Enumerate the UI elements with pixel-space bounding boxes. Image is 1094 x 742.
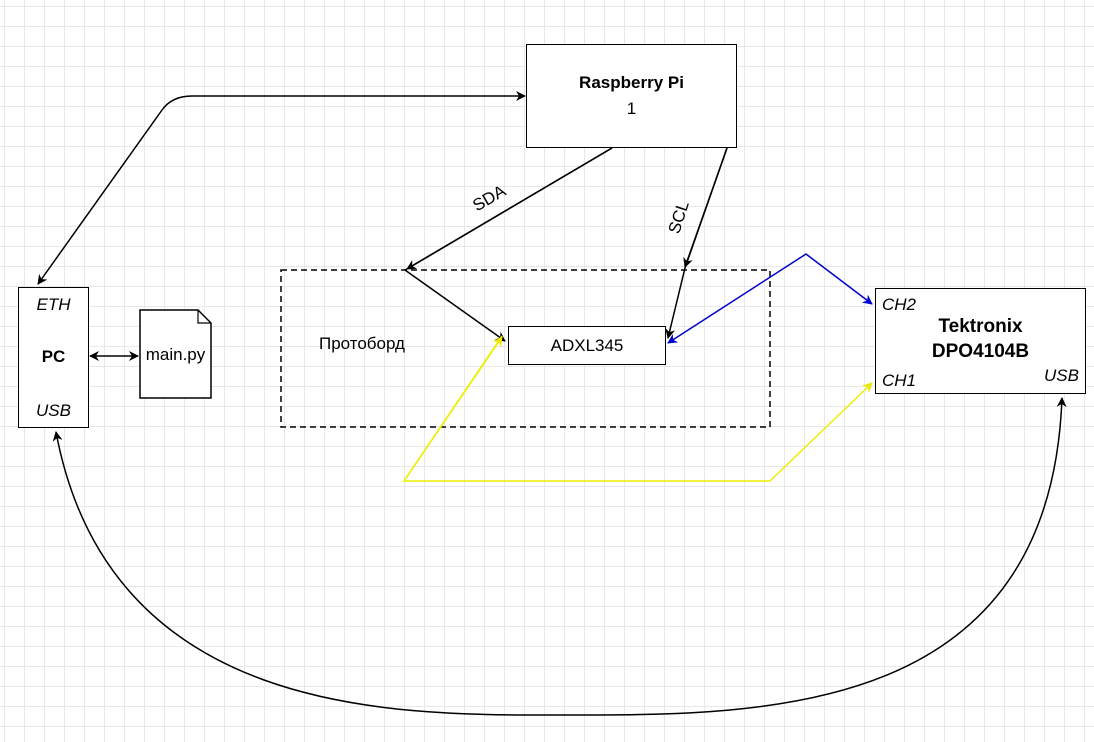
edge-pc-raspberry[interactable] (37, 91, 526, 285)
mainpy-label: main.py (145, 345, 206, 364)
scope-ch2-port: CH2 (882, 295, 917, 314)
pc-node[interactable]: ETH PC USB (18, 287, 89, 428)
mainpy-document-shape[interactable] (139, 309, 212, 399)
scl-label: SCL (665, 199, 693, 236)
scope-title-line2: DPO4104B (931, 341, 1030, 362)
edge-scl-arrow-head-junction (683, 147, 728, 268)
sda-label: SDA (469, 181, 509, 215)
mainpy-fold-icon (197, 310, 211, 324)
adxl345-label: ADXL345 (550, 336, 624, 355)
pc-title: PC (41, 347, 66, 366)
scope-ch1-port: CH1 (882, 371, 917, 390)
edge-ch2[interactable] (667, 253, 873, 344)
scope-title-line1: Tektronix (938, 316, 1023, 337)
edge-scl[interactable] (665, 147, 728, 339)
pc-eth-port: ETH (36, 295, 71, 314)
raspberry-pi-subtitle: 1 (626, 99, 637, 118)
scope-usb-port: USB (1044, 366, 1079, 385)
edge-pc-scope-usb[interactable] (52, 397, 1067, 716)
raspberry-pi-title: Raspberry Pi (579, 73, 684, 92)
edge-ch1-start-arrow (403, 336, 503, 482)
breadboard-label: Протоборд (319, 334, 405, 353)
edge-sda[interactable] (403, 147, 613, 342)
pc-usb-port: USB (36, 401, 71, 420)
tektronix-scope-node[interactable]: CH2 Tektronix DPO4104B CH1 USB (875, 288, 1086, 394)
edge-sda-arrow-head-junction (406, 147, 613, 270)
adxl345-node[interactable]: ADXL345 (508, 326, 666, 365)
raspberry-pi-node[interactable]: Raspberry Pi 1 (526, 44, 737, 148)
